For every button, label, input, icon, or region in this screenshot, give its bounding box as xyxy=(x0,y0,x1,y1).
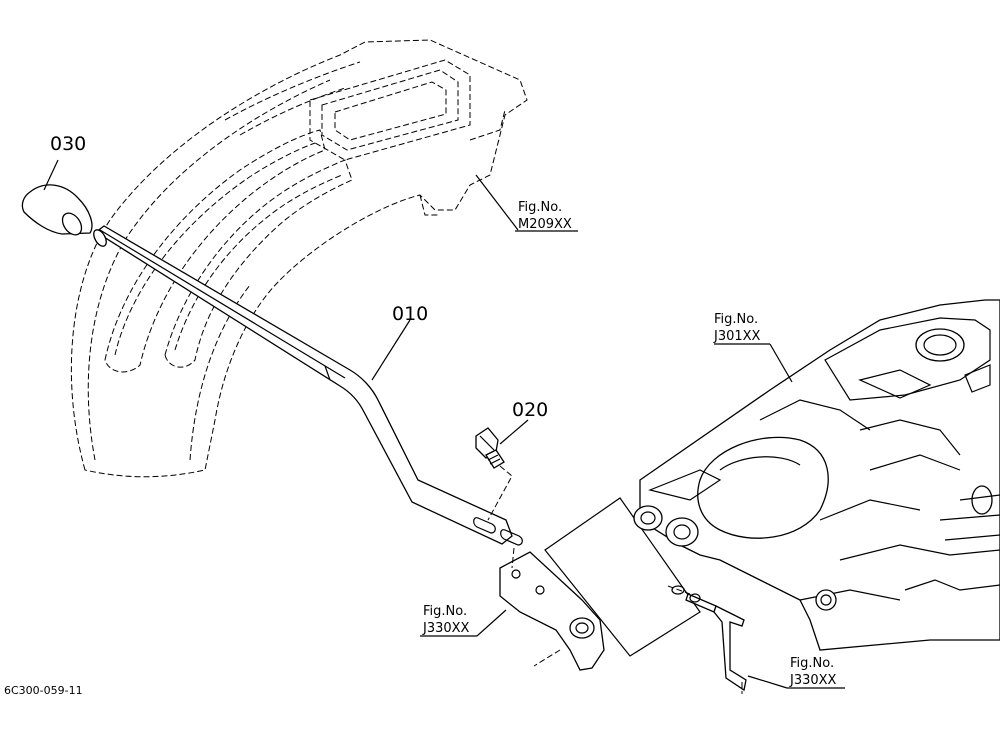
leader-lines xyxy=(43,159,845,689)
reference-plane xyxy=(544,497,701,657)
part-label-020: 020 xyxy=(512,399,548,421)
fig-ref-number: M209XX xyxy=(518,217,572,232)
part-label-030: 030 xyxy=(50,133,86,155)
fig-ref-number: J330XX xyxy=(422,621,470,636)
rod-drawing xyxy=(667,585,747,694)
bolt-drawing xyxy=(475,427,513,521)
part-label-010: 010 xyxy=(392,303,428,325)
fig-ref-label: Fig.No. xyxy=(714,312,758,327)
fig-ref-label: Fig.No. xyxy=(423,604,467,619)
fig-ref-number: J330XX xyxy=(789,673,837,688)
bracket-drawing xyxy=(499,547,605,671)
housing-drawing xyxy=(633,299,1000,651)
fig-ref-label: Fig.No. xyxy=(518,200,562,215)
fig-ref-number: J301XX xyxy=(713,329,761,344)
fig-ref-label: Fig.No. xyxy=(790,656,834,671)
knob-drawing xyxy=(21,184,93,236)
lever-rod-drawing xyxy=(93,225,523,546)
document-id: 6C300-059-11 xyxy=(4,684,83,697)
